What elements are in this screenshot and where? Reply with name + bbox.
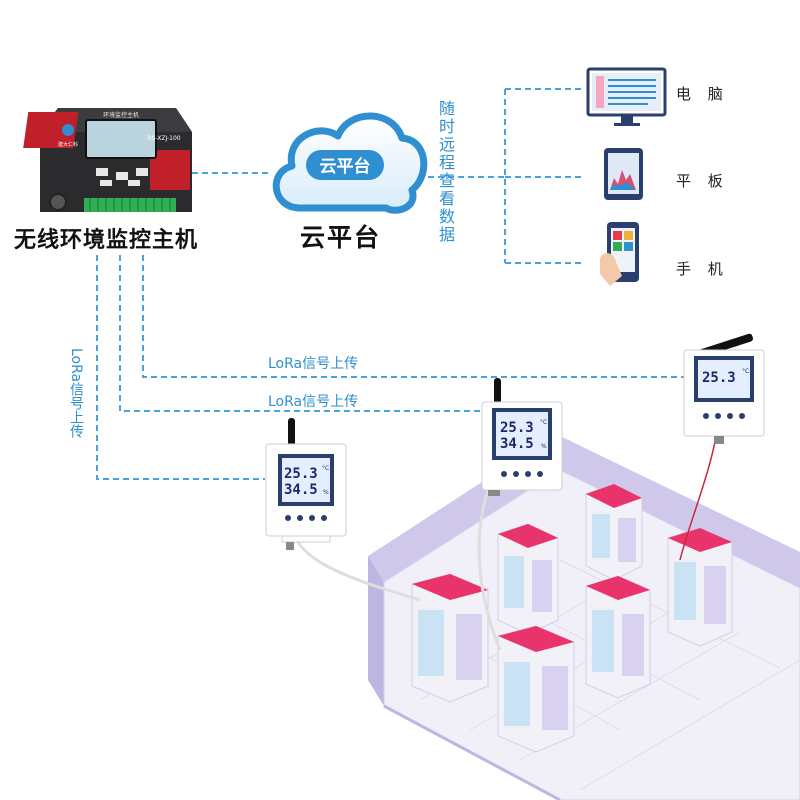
sensor-2-temp: 25.3 (500, 420, 534, 436)
sensor-device-1: 25.3 °C 34.5 % (265, 418, 347, 550)
sensor-1-temp-unit: °C (322, 465, 329, 472)
server-rack-5 (411, 573, 489, 703)
sensor-3-temp-unit: °C (742, 368, 749, 375)
desktop-computer-icon (586, 67, 667, 126)
sensor-2-hum-unit: % (541, 443, 547, 450)
sensor-cable-2 (477, 483, 502, 651)
host-label: 无线环境监控主机 (14, 228, 199, 253)
sensor-device-3: 25.3 °C (683, 333, 765, 444)
device-label-phone: 手 机 (676, 260, 729, 278)
host-logo: 建大仁科 (58, 124, 78, 148)
cloud-platform: 云平台 (272, 112, 428, 214)
lora-label-vertical: LoRa信号上传 (68, 348, 84, 439)
lora-line-1 (142, 255, 690, 378)
sensor-2-humidity: 34.5 (500, 436, 534, 452)
mobile-phone-icon (600, 222, 639, 286)
server-rack-4 (585, 575, 651, 699)
server-rack-6 (497, 625, 575, 753)
tablet-icon (604, 148, 643, 200)
host-buttons[interactable] (96, 168, 148, 186)
lora-label-2: LoRa信号上传 (268, 394, 359, 410)
host-brand: 建大仁科 (58, 141, 78, 148)
host-panel-title: 环境监控主机 (103, 111, 139, 119)
host-antenna-port (49, 193, 67, 211)
host-model: RS-XZJ-100 (147, 135, 180, 142)
cloud-badge (306, 150, 384, 180)
lora-line-2 (119, 255, 485, 412)
sensor-1-hum-unit: % (323, 489, 329, 496)
host-controller: 环境监控主机 RS-XZJ-100 建大仁科 (23, 108, 192, 212)
device-label-computer: 电 脑 (676, 85, 729, 103)
sensor-2-temp-unit: °C (540, 419, 547, 426)
server-rack-1 (585, 483, 643, 581)
remote-view-label: 随时远程查看数据 (436, 100, 455, 244)
cloud-inner-label: 云平台 (320, 156, 371, 177)
server-rack-3 (667, 527, 733, 647)
sensor-3-temp: 25.3 (702, 370, 736, 386)
device-label-tablet: 平 板 (676, 172, 729, 190)
server-rack-2 (497, 523, 559, 635)
connection-lines (96, 88, 690, 480)
host-lcd-screen (85, 119, 157, 159)
cloud-label: 云平台 (300, 223, 382, 252)
sensor-device-2: 25.3 °C 34.5 % (481, 378, 563, 496)
lora-label-1: LoRa信号上传 (268, 356, 359, 372)
sensor-1-humidity: 34.5 (284, 482, 318, 498)
sensor-1-temp: 25.3 (284, 466, 318, 482)
lora-line-3 (96, 255, 265, 480)
